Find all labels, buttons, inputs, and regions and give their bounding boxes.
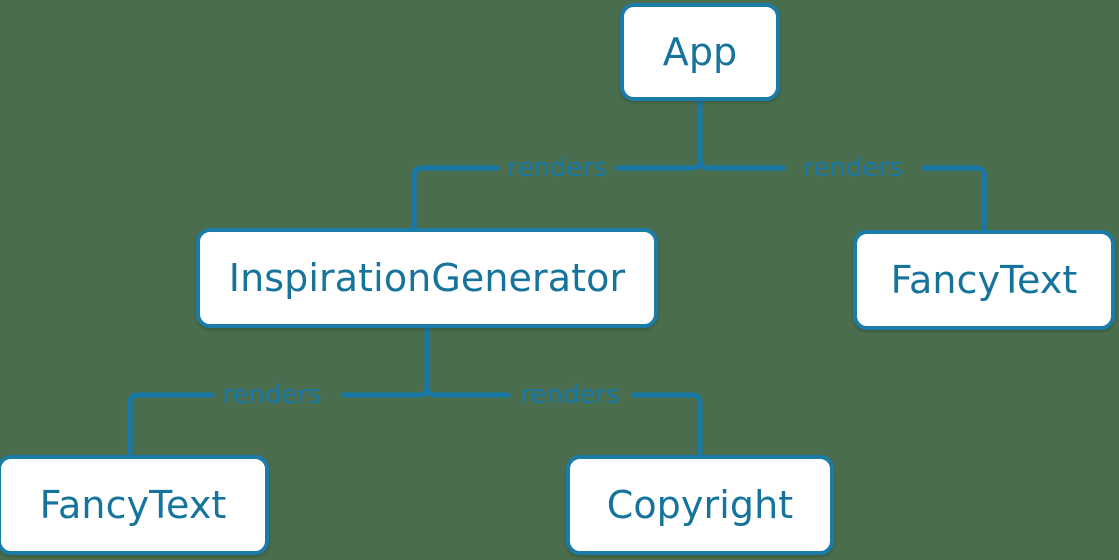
node-app[interactable]: App [620, 3, 780, 101]
node-copyright-label: Copyright [606, 483, 794, 527]
edge-label-app-to-inspiration-generator: renders [507, 153, 607, 183]
node-inspiration-generator[interactable]: InspirationGenerator [196, 228, 658, 328]
node-fancytext-right[interactable]: FancyText [853, 230, 1115, 330]
edge-label-app-to-fancytext-right: renders [803, 153, 903, 183]
node-fancytext-bottom-left-label: FancyText [39, 483, 227, 527]
edge-app-to-fancytext-right [697, 98, 987, 233]
node-app-label: App [662, 30, 738, 74]
node-inspiration-generator-label: InspirationGenerator [228, 256, 626, 300]
node-fancytext-right-label: FancyText [890, 258, 1078, 302]
edge-inspiration-to-copyright [424, 325, 703, 458]
node-fancytext-bottom-left[interactable]: FancyText [0, 455, 269, 555]
edge-label-inspiration-to-copyright: renders [520, 380, 620, 410]
edge-label-inspiration-to-fancytext-bottom-left: renders [222, 380, 322, 410]
node-copyright[interactable]: Copyright [566, 455, 834, 555]
